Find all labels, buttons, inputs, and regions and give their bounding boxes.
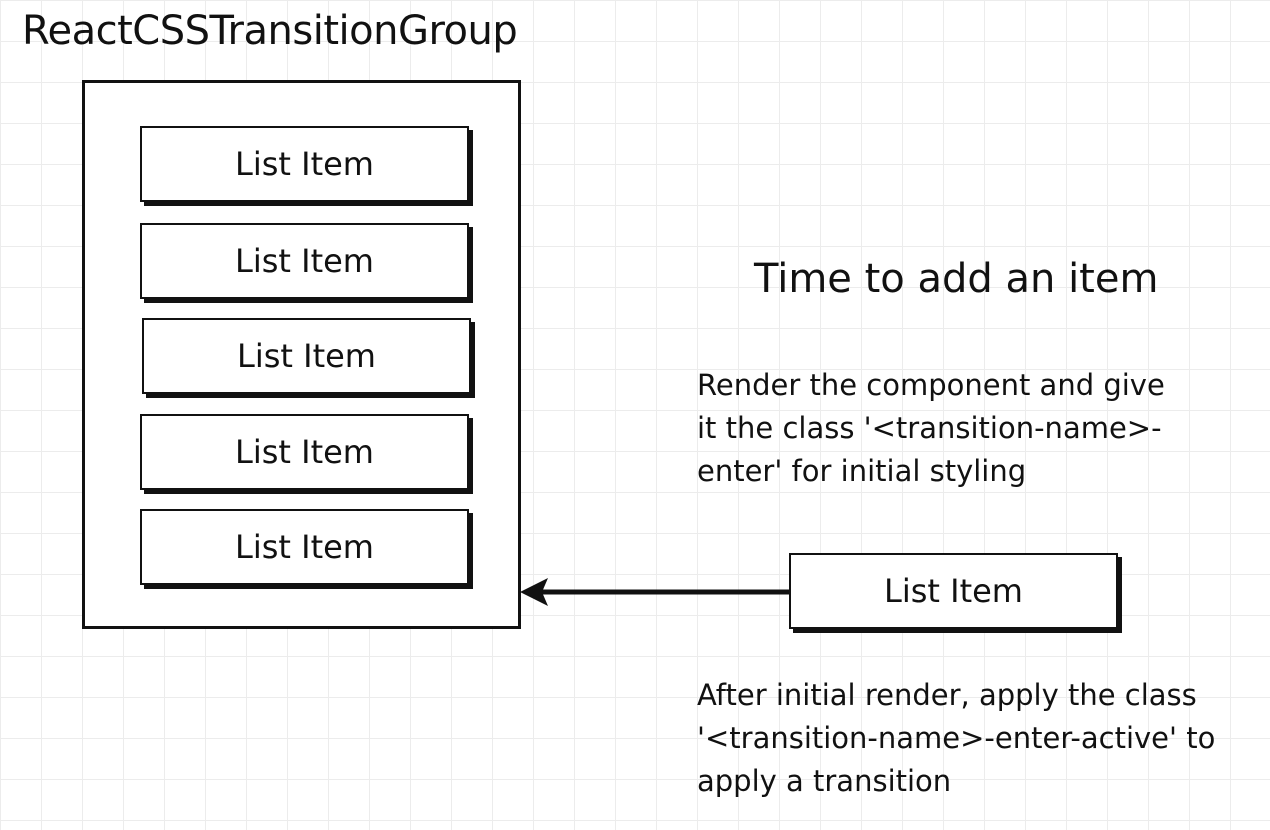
enter-description-line: enter' for initial styling	[697, 454, 1027, 488]
enter-active-description-line: After initial render, apply the class	[697, 678, 1197, 712]
enter-active-description: After initial render, apply the class '<…	[697, 674, 1215, 803]
enter-active-description-line: apply a transition	[697, 764, 952, 798]
enter-description: Render the component and give it the cla…	[697, 364, 1165, 493]
list-item: List Item	[140, 414, 469, 490]
enter-description-line: it the class '<transition-name>-	[697, 411, 1162, 445]
enter-description-line: Render the component and give	[697, 368, 1165, 402]
enter-active-description-line: '<transition-name>-enter-active' to	[697, 721, 1216, 755]
transition-group-box: List Item List Item List Item List Item …	[82, 80, 521, 629]
arrow-head-icon	[520, 578, 548, 606]
group-title: ReactCSSTransitionGroup	[22, 8, 518, 54]
insert-arrow	[520, 578, 793, 606]
list-item: List Item	[140, 126, 469, 202]
list-item: List Item	[140, 509, 469, 585]
step-heading: Time to add an item	[754, 256, 1159, 302]
list-item: List Item	[140, 223, 469, 299]
list-item: List Item	[142, 318, 471, 394]
new-list-item: List Item	[789, 553, 1118, 629]
